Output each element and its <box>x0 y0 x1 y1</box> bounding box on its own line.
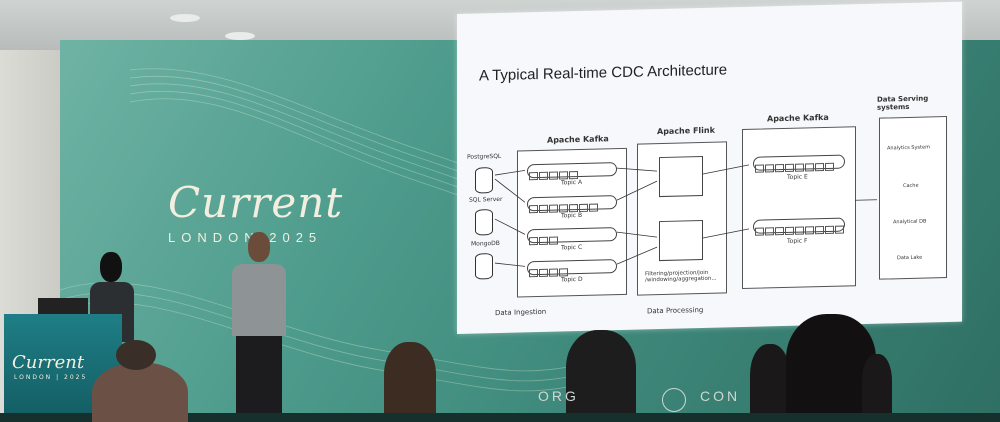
audience-head <box>116 340 156 370</box>
audience-head <box>384 342 436 413</box>
ceiling-light <box>170 14 200 22</box>
podium-subtitle: LONDON | 2025 <box>14 374 88 381</box>
audience-head <box>750 344 790 413</box>
footer-processing: Data Processing <box>647 305 704 316</box>
event-brand-logo: Current <box>168 178 344 227</box>
audience-head <box>862 354 892 413</box>
ceiling-light <box>225 32 255 40</box>
projection-screen: A Typical Real-time CDC Architecture Pos… <box>457 1 962 334</box>
slide-arrows <box>494 164 877 267</box>
footer-ingestion: Data Ingestion <box>495 307 547 318</box>
audience-head <box>92 362 188 422</box>
bottom-banner-left: ORG <box>538 388 579 404</box>
speaker-man <box>222 232 292 413</box>
bottom-banner-logo <box>662 388 686 412</box>
podium-logo: Current <box>12 352 85 373</box>
bottom-banner-right: CON <box>700 388 741 404</box>
audience-head <box>566 330 636 413</box>
audience-head <box>786 314 876 413</box>
laptop <box>38 298 88 314</box>
event-brand-subtitle: LONDON 2025 <box>168 230 323 245</box>
